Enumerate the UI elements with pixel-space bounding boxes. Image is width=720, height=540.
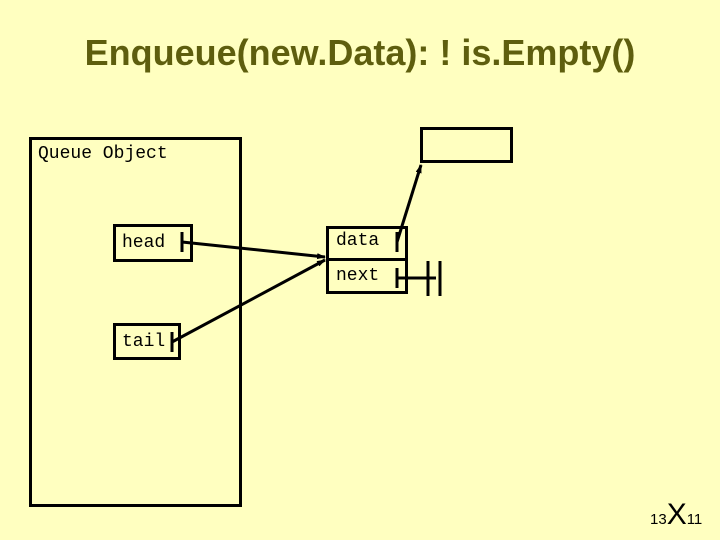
tail-pointer-arrow [171, 258, 326, 344]
page-number: 13X11 [650, 500, 702, 530]
head-field-label: head [122, 233, 166, 253]
node-divider [326, 258, 408, 261]
head-pointer-arrow [181, 240, 326, 260]
node-data-field: data [336, 231, 380, 251]
data-pointer-arrow [395, 164, 423, 243]
tail-field-label: tail [122, 331, 166, 352]
node-next-field: next [336, 266, 380, 286]
queue-object-box [29, 137, 242, 507]
tail-field: tail [113, 323, 181, 360]
page-number-right: 11 [686, 511, 703, 528]
page-number-mark: X [666, 498, 687, 531]
queue-object-label: Queue Object [38, 144, 168, 164]
data-target-box [420, 127, 513, 163]
page-number-left: 13 [650, 511, 667, 528]
slide-title: Enqueue(new.Data): ! is.Empty() [84, 32, 636, 73]
